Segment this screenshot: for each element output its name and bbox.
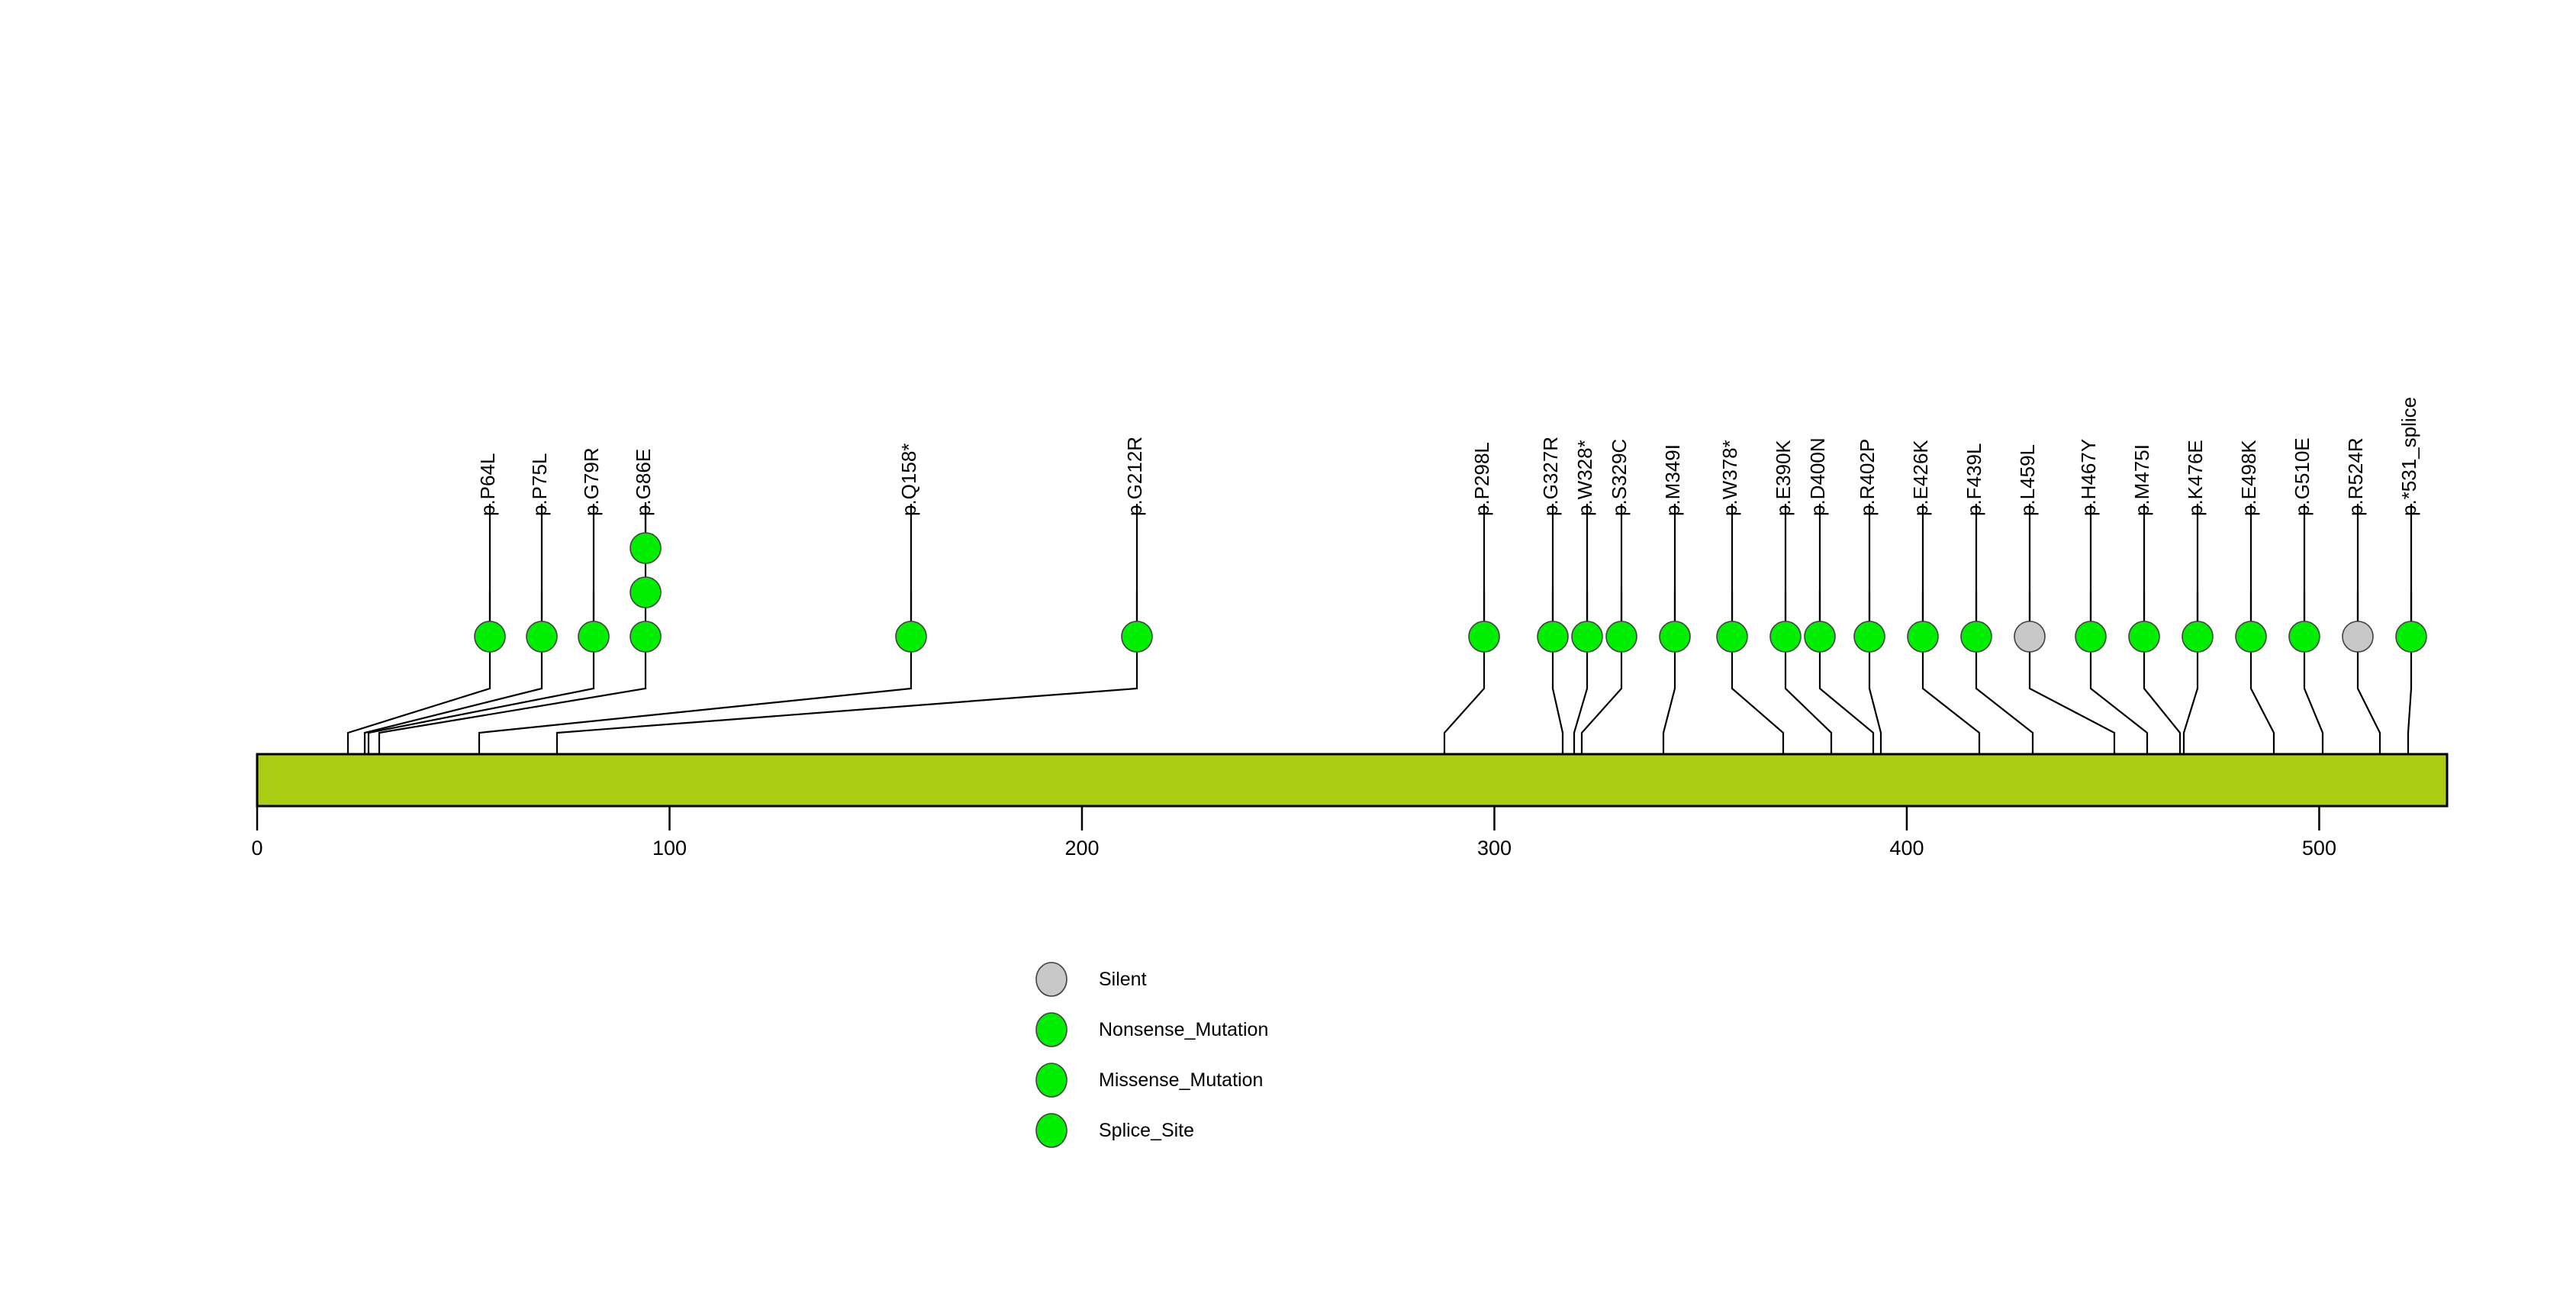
lollipop-marker[interactable] xyxy=(2235,621,2267,653)
mutation-label: p.H467Y xyxy=(2077,438,2100,516)
lollipop-marker[interactable] xyxy=(2288,621,2320,653)
lollipop-marker[interactable] xyxy=(526,621,558,653)
axis-tick-label: 400 xyxy=(1889,837,1924,859)
legend-swatch[interactable] xyxy=(1035,1063,1067,1098)
lollipop-marker[interactable] xyxy=(630,621,662,653)
axis-tick-label: 200 xyxy=(1064,837,1100,859)
lollipop-marker[interactable] xyxy=(630,532,662,564)
lollipop-marker[interactable] xyxy=(2342,621,2374,653)
lollipop-marker[interactable] xyxy=(1907,621,1939,653)
legend-label: Splice_Site xyxy=(1099,1120,1195,1141)
lollipop-marker[interactable] xyxy=(2182,621,2214,653)
lollipop-marker[interactable] xyxy=(1121,621,1153,653)
mutation-label: p.K476E xyxy=(2184,440,2207,516)
protein-domain-bar xyxy=(256,753,2449,808)
mutation-label: p.G212R xyxy=(1123,436,1146,516)
axis-group xyxy=(256,805,2447,830)
mutation-label: p.*531_splice xyxy=(2397,396,2420,516)
mutation-label: p.E426K xyxy=(1909,440,1932,516)
mutation-label: p.D400N xyxy=(1806,437,1829,516)
mutation-label: p.W378* xyxy=(1718,440,1741,516)
legend-label: Nonsense_Mutation xyxy=(1099,1019,1269,1040)
lollipop-marker[interactable] xyxy=(1716,621,1748,653)
mutation-label: p.P64L xyxy=(476,453,499,516)
mutation-label: p.E390K xyxy=(1772,440,1795,516)
lollipop-marker[interactable] xyxy=(1960,621,1992,653)
lollipop-marker[interactable] xyxy=(2014,621,2046,653)
mutation-label: p.Q158* xyxy=(897,443,920,516)
mutation-label: p.P298L xyxy=(1470,442,1493,516)
axis-tick-label: 500 xyxy=(2301,837,2336,859)
lollipop-marker[interactable] xyxy=(895,621,927,653)
lollipop-markers-group xyxy=(474,532,2427,653)
lollipop-marker[interactable] xyxy=(1659,621,1691,653)
mutation-label: p.R402P xyxy=(1856,438,1879,516)
mutation-label: p.R524R xyxy=(2344,437,2367,516)
lollipop-marker[interactable] xyxy=(2075,621,2107,653)
legend-swatch[interactable] xyxy=(1035,1113,1067,1148)
mutation-label: p.G86E xyxy=(632,448,655,516)
lollipop-marker[interactable] xyxy=(2395,621,2427,653)
mutation-label: p.G510E xyxy=(2291,437,2314,516)
lollipop-marker[interactable] xyxy=(1769,621,1802,653)
mutation-label: p.W328* xyxy=(1573,440,1596,516)
legend-label: Missense_Mutation xyxy=(1099,1069,1264,1091)
axis-tick-label: 300 xyxy=(1476,837,1512,859)
mutation-label: p.F439L xyxy=(1963,443,1985,516)
mutation-label: p.P75L xyxy=(528,453,551,516)
mutation-label: p.L459L xyxy=(2016,444,2039,516)
legend-markers-group xyxy=(1035,962,1067,1148)
mutation-label: p.S329C xyxy=(1608,438,1631,516)
mutation-label: p.M349I xyxy=(1661,444,1684,516)
lollipop-marker[interactable] xyxy=(474,621,506,653)
mutation-label: p.G327R xyxy=(1539,436,1562,516)
lollipop-marker[interactable] xyxy=(1804,621,1836,653)
mutation-label: p.E498K xyxy=(2237,440,2260,516)
lollipop-marker[interactable] xyxy=(1605,621,1637,653)
legend-label: Silent xyxy=(1099,969,1147,990)
mutation-label: p.M475I xyxy=(2130,444,2153,516)
lollipop-marker[interactable] xyxy=(1468,621,1500,653)
mutation-label: p.G79R xyxy=(580,447,603,516)
lollipop-marker[interactable] xyxy=(1537,621,1569,653)
lollipop-marker[interactable] xyxy=(1571,621,1603,653)
legend-swatch[interactable] xyxy=(1035,962,1067,997)
axis-tick-label: 0 xyxy=(251,837,263,859)
lollipop-marker[interactable] xyxy=(578,621,610,653)
lollipop-marker[interactable] xyxy=(2128,621,2160,653)
lollipop-marker[interactable] xyxy=(630,576,662,608)
lollipop-marker[interactable] xyxy=(1853,621,1885,653)
legend-swatch[interactable] xyxy=(1035,1012,1067,1047)
axis-tick-label: 100 xyxy=(652,837,687,859)
protein-domain-bar-group xyxy=(256,753,2449,808)
